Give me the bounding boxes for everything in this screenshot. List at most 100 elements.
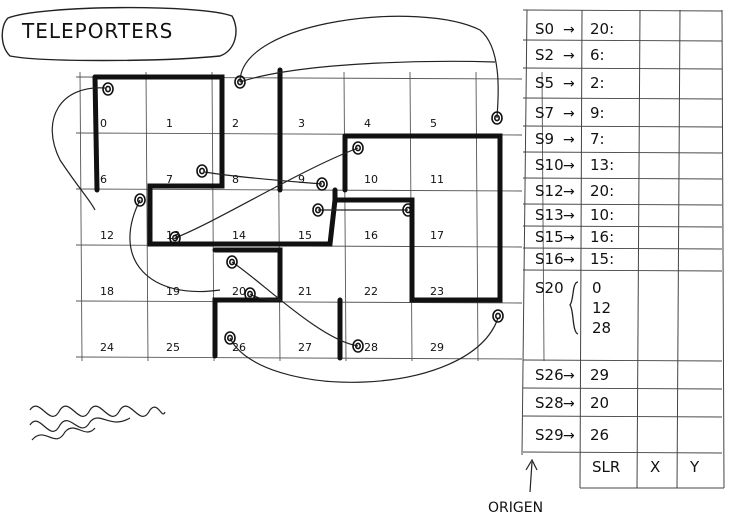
- cell-number: 20: [232, 285, 246, 298]
- table-border-right: [722, 10, 724, 488]
- arrow-icon: →: [563, 158, 575, 174]
- table-dst: 13:: [590, 156, 614, 174]
- arrow-icon: →: [563, 48, 575, 64]
- cell-number: 15: [298, 229, 312, 242]
- teleport-table: S0→20:S2→6:S5→2:S7→9:S9→7:S10→13:S12→20:…: [488, 10, 724, 516]
- cell-number: 4: [364, 117, 371, 130]
- scribble-mark: [30, 406, 165, 440]
- table-dst: 16:: [590, 228, 614, 246]
- table-dst: 26: [590, 426, 609, 444]
- arrow-icon: →: [563, 252, 575, 268]
- table-src: S28: [535, 394, 564, 412]
- table-src: S16: [535, 250, 564, 268]
- table-src: S0: [535, 20, 554, 38]
- table-src: S20: [535, 279, 564, 297]
- table-src: S2: [535, 46, 554, 64]
- table-row-line: [523, 98, 722, 99]
- table-dst: 29: [590, 366, 609, 384]
- table-dst: 20:: [590, 20, 614, 38]
- cell-number: 17: [430, 229, 444, 242]
- table-row-line: [523, 10, 722, 11]
- cell-number: 10: [364, 173, 378, 186]
- grid-line-v: [476, 72, 478, 361]
- arrow-icon: →: [563, 428, 575, 444]
- cell-number: 6: [100, 173, 107, 186]
- cell-number: 3: [298, 117, 305, 130]
- teleporter-pad: [103, 83, 113, 95]
- table-dst: 15:: [590, 250, 614, 268]
- table-dst: 2:: [590, 74, 605, 92]
- cell-number: 24: [100, 341, 114, 354]
- table-src: S29: [535, 426, 564, 444]
- arrow-icon: →: [563, 106, 575, 122]
- table-row-line: [523, 204, 722, 205]
- teleporter-pad-core: [106, 86, 110, 91]
- table-row-line: [523, 226, 722, 227]
- table-dst: 20:: [590, 182, 614, 200]
- cell-number: 29: [430, 341, 444, 354]
- grid-line-v: [80, 72, 82, 361]
- brace-mark: [570, 282, 578, 334]
- table-row-line: [523, 248, 722, 249]
- teleporter-pad: [197, 165, 207, 177]
- cell-number: 21: [298, 285, 312, 298]
- table-dst: 12: [592, 299, 611, 317]
- teleporter-pad-core: [496, 313, 500, 318]
- title-bubble: TELEPORTERS: [2, 8, 236, 61]
- teleporter-pad: [493, 310, 503, 322]
- table-dst: 0: [592, 279, 602, 297]
- arrow-icon: →: [563, 396, 575, 412]
- table-row-line: [523, 270, 722, 271]
- cell-number: 25: [166, 341, 180, 354]
- table-dst: 9:: [590, 104, 605, 122]
- cell-number: 8: [232, 173, 239, 186]
- teleporter-grid: 0123456789101112131415161718192021222324…: [76, 72, 544, 361]
- table-dst: 6:: [590, 46, 605, 64]
- table-row-line: [523, 40, 722, 41]
- cell-number: 27: [298, 341, 312, 354]
- table-src: S10: [535, 156, 564, 174]
- cell-number: 23: [430, 285, 444, 298]
- table-row-line: [523, 68, 722, 69]
- grid-line-h: [76, 357, 522, 359]
- cell-number: 28: [364, 341, 378, 354]
- table-header: SLR: [592, 458, 620, 476]
- table-src: S5: [535, 74, 554, 92]
- teleporter-pad-core: [200, 168, 204, 173]
- table-src: S13: [535, 206, 564, 224]
- table-row-line: [523, 152, 722, 153]
- table-src: S15: [535, 228, 564, 246]
- table-dst: 10:: [590, 206, 614, 224]
- table-row-line: [523, 416, 722, 417]
- arrow-icon: →: [563, 230, 575, 246]
- origin-arrow-icon: [530, 462, 532, 492]
- cell-number: 18: [100, 285, 114, 298]
- table-row-line: [523, 126, 722, 127]
- cell-number: 26: [232, 341, 246, 354]
- table-dst: 7:: [590, 130, 605, 148]
- table-dst: 28: [592, 319, 611, 337]
- cell-number: 22: [364, 285, 378, 298]
- cell-number: 16: [364, 229, 378, 242]
- cell-number: 11: [430, 173, 444, 186]
- table-src: S9: [535, 130, 554, 148]
- title-text: TELEPORTERS: [21, 19, 173, 43]
- cell-number: 2: [232, 117, 239, 130]
- arrow-icon: →: [563, 184, 575, 200]
- table-row-line: [523, 452, 722, 453]
- table-row-line: [523, 360, 722, 361]
- arrow-icon: →: [563, 132, 575, 148]
- table-row-line: [523, 178, 722, 179]
- grid-line-h: [76, 189, 522, 191]
- cell-number: 0: [100, 117, 107, 130]
- cell-number: 1: [166, 117, 173, 130]
- table-header: X: [650, 458, 660, 476]
- table-header: Y: [689, 458, 700, 476]
- table-src: S26: [535, 366, 564, 384]
- arrow-icon: →: [563, 22, 575, 38]
- arrow-icon: →: [563, 76, 575, 92]
- cell-number: 14: [232, 229, 246, 242]
- table-src: S7: [535, 104, 554, 122]
- table-src: S12: [535, 182, 564, 200]
